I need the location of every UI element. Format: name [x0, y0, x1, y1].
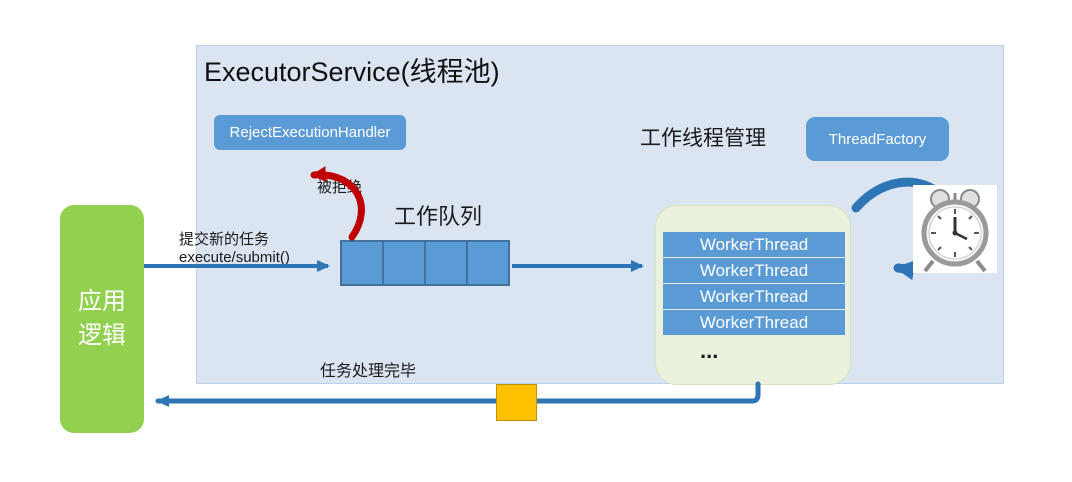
app-logic-label-line2: 逻辑: [78, 322, 126, 349]
diagram-title: ExecutorService(线程池): [204, 57, 500, 87]
worker-thread-bar: WorkerThread: [663, 284, 845, 309]
thread-factory-box: ThreadFactory: [806, 117, 949, 161]
worker-more-ellipsis: ...: [700, 338, 719, 363]
executor-service-panel: [196, 45, 1004, 384]
task-done-label: 任务处理完毕: [320, 363, 417, 380]
worker-thread-bar: WorkerThread: [663, 258, 845, 283]
execute-submit-label: execute/submit(): [179, 249, 290, 266]
queue-cell: [384, 242, 426, 284]
task-result-token: [496, 384, 537, 421]
submit-task-label: 提交新的任务: [179, 231, 270, 248]
queue-cell: [342, 242, 384, 284]
queue-cell: [468, 242, 508, 284]
alarm-clock-icon: [913, 185, 997, 273]
work-queue-box: [340, 240, 510, 286]
work-queue-label: 工作队列: [394, 204, 483, 229]
worker-thread-bar: WorkerThread: [663, 232, 845, 257]
app-logic-box: 应用 逻辑: [60, 205, 144, 433]
task-done-return-arrow: [155, 381, 761, 407]
rejected-label: 被拒绝: [317, 179, 363, 196]
worker-management-label: 工作线程管理: [640, 127, 766, 150]
worker-thread-bar: WorkerThread: [663, 310, 845, 335]
app-logic-label-line1: 应用: [78, 288, 126, 315]
reject-execution-handler-box: RejectExecutionHandler: [214, 115, 406, 150]
queue-cell: [426, 242, 468, 284]
